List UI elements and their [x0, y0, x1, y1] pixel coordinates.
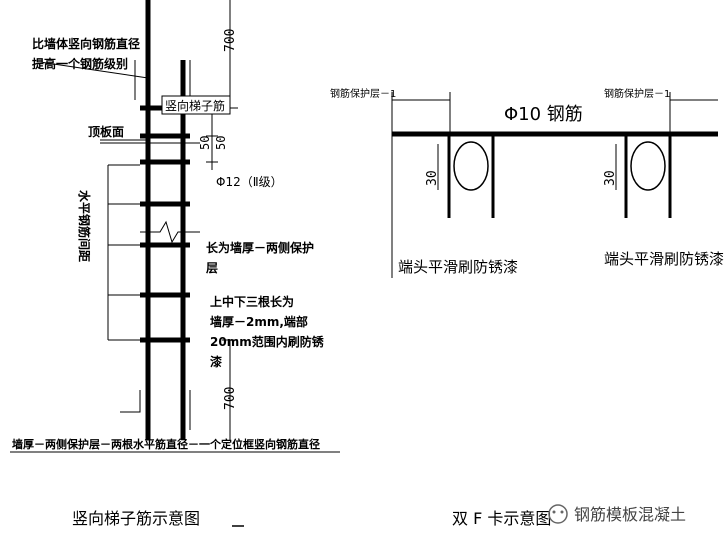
bottom-formula: 墙厚－两侧保护层－两根水平筋直径－一个定位框竖向钢筋直径 — [12, 437, 320, 451]
cover-label-right: 钢筋保护层－1 — [604, 87, 670, 100]
dim-30-left: 30 — [425, 170, 440, 186]
three-bars-note-3: 20mm范围内刷防锈 — [210, 334, 325, 349]
top-slab-label: 顶板面 — [88, 124, 124, 139]
break-symbol — [140, 220, 200, 244]
phi12-label: Φ12（Ⅱ级） — [216, 175, 283, 189]
double-f-clip-diagram: Φ10 钢筋 钢筋保护层－1 钢筋保护层－1 30 30 端头平滑刷防锈漆 端头… — [330, 87, 724, 278]
label-ladder-rebar: 竖向梯子筋 — [165, 98, 225, 113]
wechat-icon — [548, 504, 568, 524]
length-note-2: 层 — [206, 261, 218, 275]
watermark: 钢筋模板混凝土 — [548, 504, 686, 524]
dim-bottom-700: 700 — [223, 387, 238, 410]
wall-outline-bottom — [120, 390, 191, 430]
wall-outline-top — [134, 60, 191, 100]
wechat-icon-eye — [552, 510, 556, 514]
three-bars-note-1: 上中下三根长为 — [210, 294, 294, 309]
label-box — [161, 95, 231, 115]
callout-line-2: 提高一个钢筋级别 — [32, 56, 128, 71]
hook-right-loop — [630, 141, 666, 191]
three-bars-note-4: 漆 — [210, 354, 222, 369]
length-note-1: 长为墙厚－两侧保护 — [206, 240, 314, 255]
caption-double-f: 双 F 卡示意图 — [452, 509, 551, 528]
callout-leader — [39, 61, 149, 79]
wechat-icon-eye — [560, 510, 564, 514]
rust-note-left: 端头平滑刷防锈漆 — [398, 258, 518, 276]
dim-50-lower: 50 — [214, 136, 228, 150]
horizontal-spacing-label: 水平钢筋间距 — [77, 190, 92, 262]
dim-top-700: 700 — [223, 29, 238, 52]
dim-50-upper: 50 — [198, 136, 212, 150]
cover-label-left: 钢筋保护层－1 — [330, 87, 396, 100]
dim-30-right: 30 — [603, 170, 618, 186]
spacing-bracket — [107, 164, 140, 341]
rebar-label: Φ10 钢筋 — [504, 104, 583, 125]
callout-line-1: 比墙体竖向钢筋直径 — [32, 36, 140, 51]
watermark-text: 钢筋模板混凝土 — [574, 505, 686, 524]
three-bars-note-2: 墙厚－2mm,端部 — [210, 314, 308, 329]
rust-note-right: 端头平滑刷防锈漆 — [604, 250, 724, 268]
ladder-rebar-diagram: 700 50 50 700 比墙体竖向钢筋直径 提高一个钢筋级别 竖向梯子筋 顶… — [10, 0, 340, 453]
hook-left-loop — [453, 141, 489, 191]
caption-ladder: 竖向梯子筋示意图 — [72, 509, 200, 528]
